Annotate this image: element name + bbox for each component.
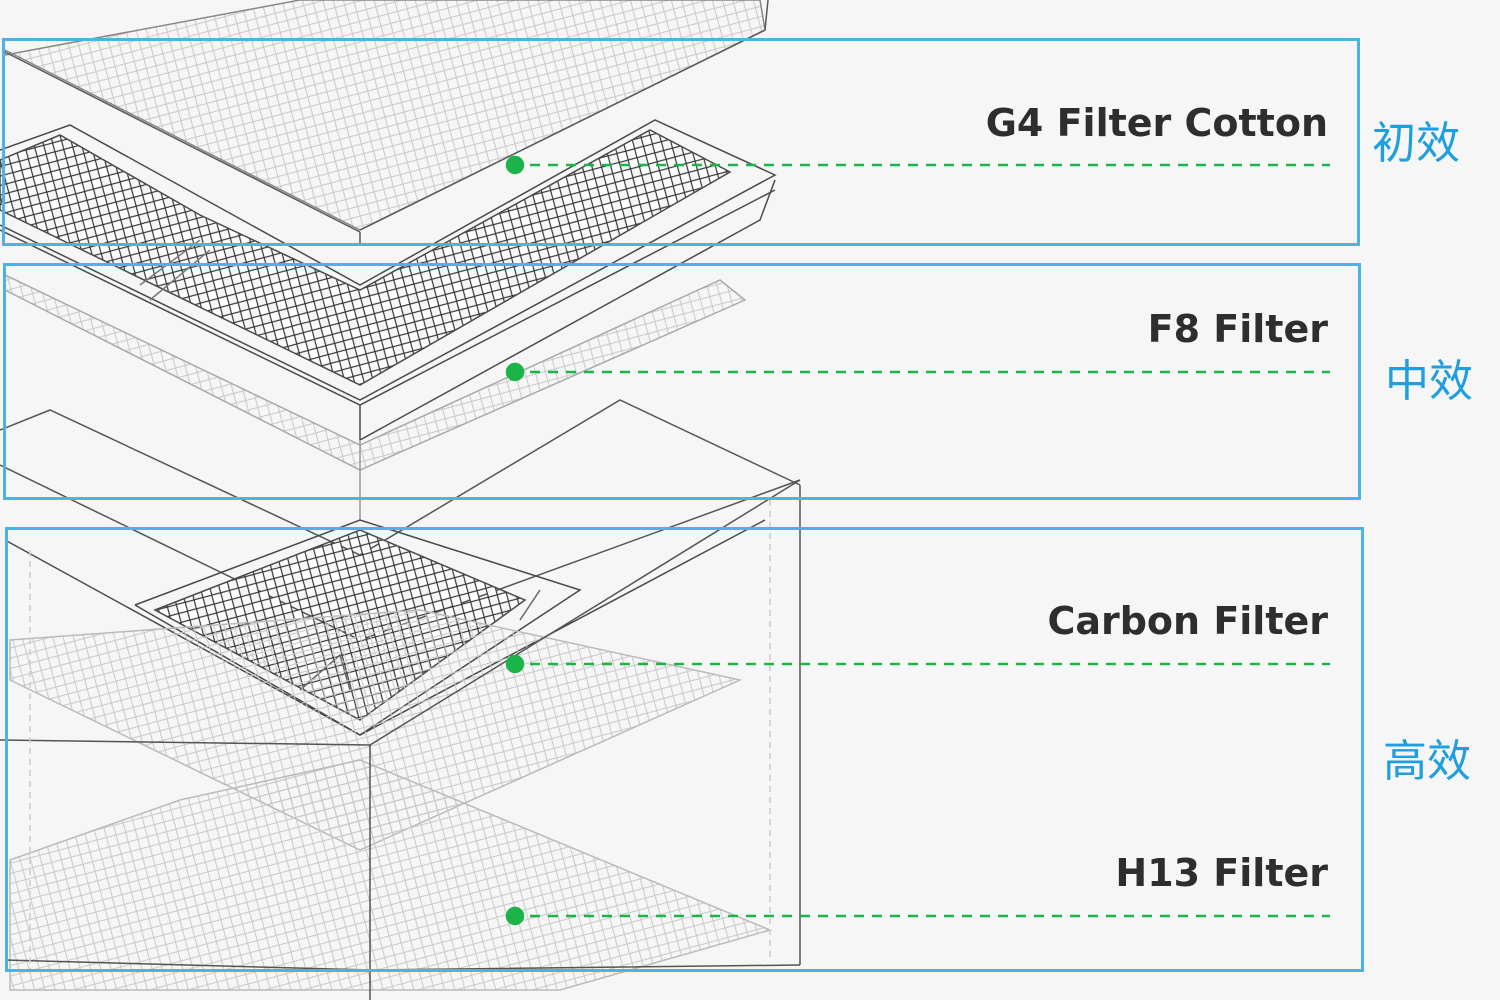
stage-tag-medium: 中效: [1385, 356, 1473, 407]
filter-label-f8: F8 Filter: [1147, 307, 1328, 351]
leader-dot-g4: [505, 155, 525, 175]
leader-dot-h13: [505, 906, 525, 926]
stage-frame-high: [5, 527, 1364, 972]
stage-frame-medium: [3, 263, 1361, 500]
leader-dot-f8: [505, 362, 525, 382]
filter-label-h13: H13 Filter: [1115, 851, 1328, 895]
stage-tag-primary: 初效: [1372, 118, 1460, 169]
filter-label-g4: G4 Filter Cotton: [985, 101, 1328, 145]
stage-frame-primary: [2, 38, 1360, 246]
filter-label-carbon: Carbon Filter: [1047, 599, 1328, 643]
top-slab: [4, 0, 769, 245]
stage-tag-high: 高效: [1383, 736, 1471, 787]
upper-tray-mesh: [0, 129, 732, 386]
leader-lines: [505, 155, 1330, 926]
leader-dot-carbon: [505, 654, 525, 674]
bottom-box: [0, 479, 801, 1000]
